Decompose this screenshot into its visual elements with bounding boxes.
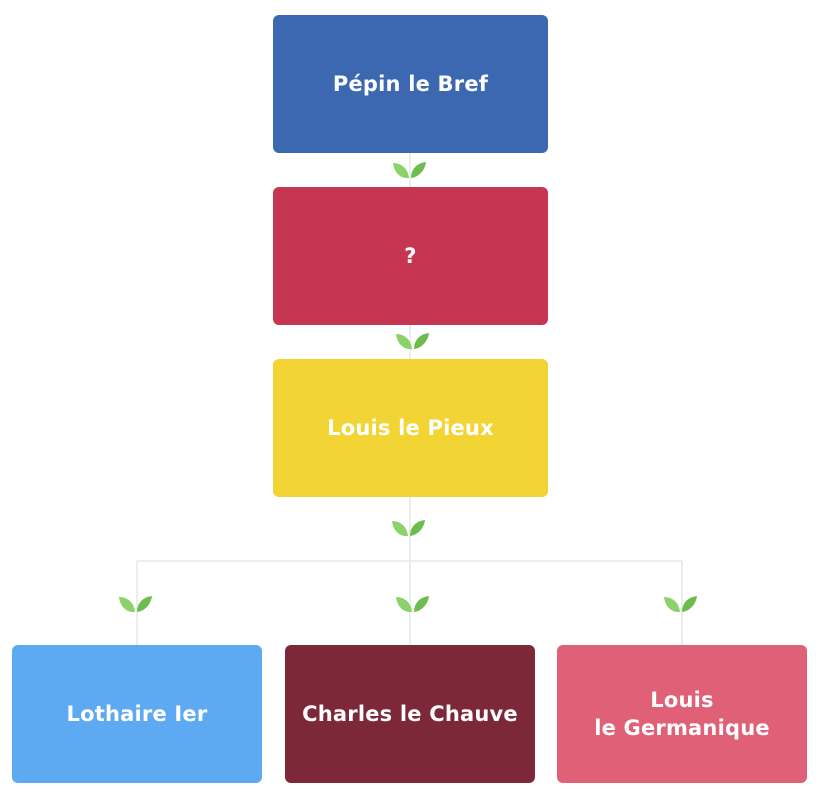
leaf-sprout-icon bbox=[396, 333, 429, 350]
node-unknown-label: ? bbox=[404, 244, 417, 268]
node-pepin-le-bref[interactable]: Pépin le Bref bbox=[273, 15, 548, 153]
leaf-sprout-icon bbox=[393, 162, 426, 179]
leaf-sprout-icon bbox=[664, 596, 697, 613]
node-unknown[interactable]: ? bbox=[273, 187, 548, 325]
node-louis-le-pieux-label: Louis le Pieux bbox=[327, 416, 494, 440]
node-louis-le-germanique-label: Louis le Germanique bbox=[594, 688, 770, 740]
node-louis-le-germanique[interactable]: Louis le Germanique bbox=[557, 645, 807, 783]
leaf-sprout-icon bbox=[396, 596, 429, 613]
leaf-sprout-icon bbox=[392, 520, 425, 537]
node-pepin-le-bref-label: Pépin le Bref bbox=[332, 72, 489, 96]
node-lothaire-ier[interactable]: Lothaire Ier bbox=[12, 645, 262, 783]
node-charles-le-chauve[interactable]: Charles le Chauve bbox=[285, 645, 535, 783]
node-louis-le-pieux[interactable]: Louis le Pieux bbox=[273, 359, 548, 497]
node-charles-le-chauve-label: Charles le Chauve bbox=[302, 702, 518, 726]
leaf-sprout-icon bbox=[119, 596, 152, 613]
node-lothaire-ier-label: Lothaire Ier bbox=[66, 702, 208, 726]
